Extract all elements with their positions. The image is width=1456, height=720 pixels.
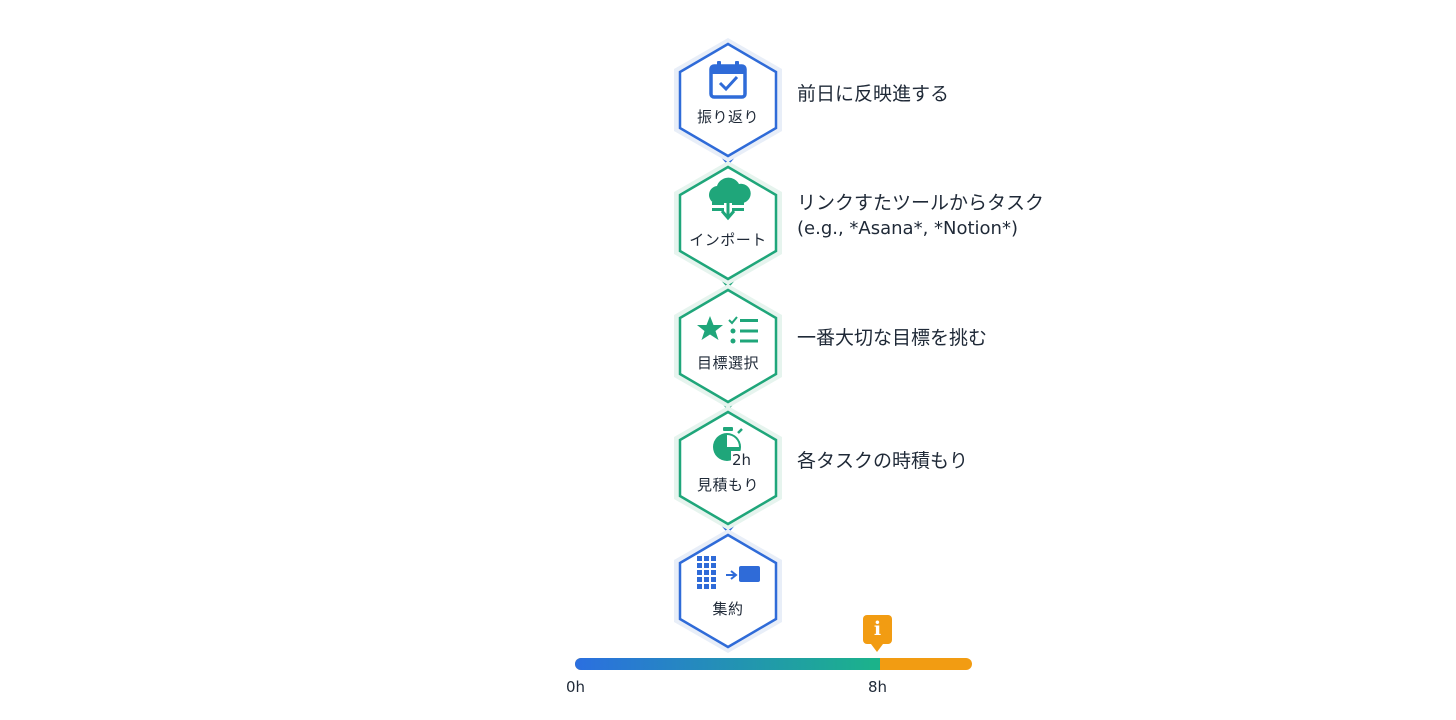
step-node-goal-select[interactable] xyxy=(674,284,782,408)
step-label-estimate: 見積もり xyxy=(696,476,759,494)
timeline-end-label: 8h xyxy=(868,678,888,696)
step-label-aggregate: 集約 xyxy=(712,600,744,618)
step-description-review: 前日に反映進する xyxy=(797,82,949,107)
step-label-goal-select: 目標選択 xyxy=(696,354,759,372)
step-description-review-text: 前日に反映進する xyxy=(797,83,950,105)
step-description-goal-select-text: 一番大切な目標を挑む xyxy=(797,327,988,349)
step-description-import-text: リンクすたツールからタスク xyxy=(797,192,1045,214)
step-description-goal-select: 一番大切な目標を挑む xyxy=(797,326,987,351)
timeline-bar xyxy=(575,658,972,670)
step-description-estimate-text: 各タスクの時積もり xyxy=(797,450,969,472)
step-label-review: 振り返り xyxy=(696,108,759,126)
step-description-import: リンクすたツールからタスク (e.g., *Asana*, *Notion*) xyxy=(797,191,1044,241)
step-label-import: インポート xyxy=(689,231,767,249)
grid-aggregate-icon xyxy=(697,556,760,589)
step-node-import[interactable] xyxy=(674,161,782,285)
step-node-aggregate[interactable] xyxy=(674,529,782,653)
timeline-start-label: 0h xyxy=(566,678,586,696)
calendar-check-icon xyxy=(709,61,747,99)
star-checklist-icon xyxy=(697,316,758,344)
step-node-review[interactable] xyxy=(674,38,782,162)
cloud-download-icon xyxy=(709,177,751,221)
info-icon[interactable]: i xyxy=(863,615,892,652)
step-node-estimate[interactable] xyxy=(674,406,782,530)
step-description-import-examples: (e.g., *Asana*, *Notion*) xyxy=(797,218,1018,239)
stopwatch-duration-text: 2h xyxy=(731,451,753,469)
step-description-estimate: 各タスクの時積もり xyxy=(797,449,968,474)
